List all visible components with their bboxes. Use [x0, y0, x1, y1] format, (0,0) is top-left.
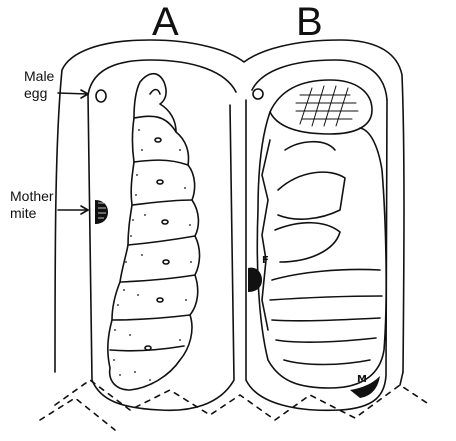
- male-egg-label-line2: egg: [24, 85, 54, 102]
- female-mite-mark: F: [262, 256, 269, 266]
- pointer-arrows: [58, 90, 88, 214]
- male-egg-label: Male egg: [24, 68, 54, 102]
- panel-label-b: B: [296, 2, 323, 42]
- male-egg: [96, 90, 106, 102]
- female-mite: [248, 268, 262, 292]
- mother-mite: [95, 200, 108, 224]
- mother-mite-label: Mother mite: [10, 188, 54, 222]
- male-egg-label-line1: Male: [24, 68, 54, 85]
- panel-label-a: A: [152, 2, 179, 42]
- mother-mite-label-line2: mite: [10, 205, 54, 222]
- larva-stipple: [113, 129, 192, 381]
- comb-walls: [40, 40, 430, 430]
- pupa: [257, 80, 386, 388]
- mother-mite-label-line1: Mother: [10, 188, 54, 205]
- male-mite-mark: M: [357, 375, 367, 385]
- egg-b: [253, 89, 263, 99]
- larva: [108, 74, 200, 390]
